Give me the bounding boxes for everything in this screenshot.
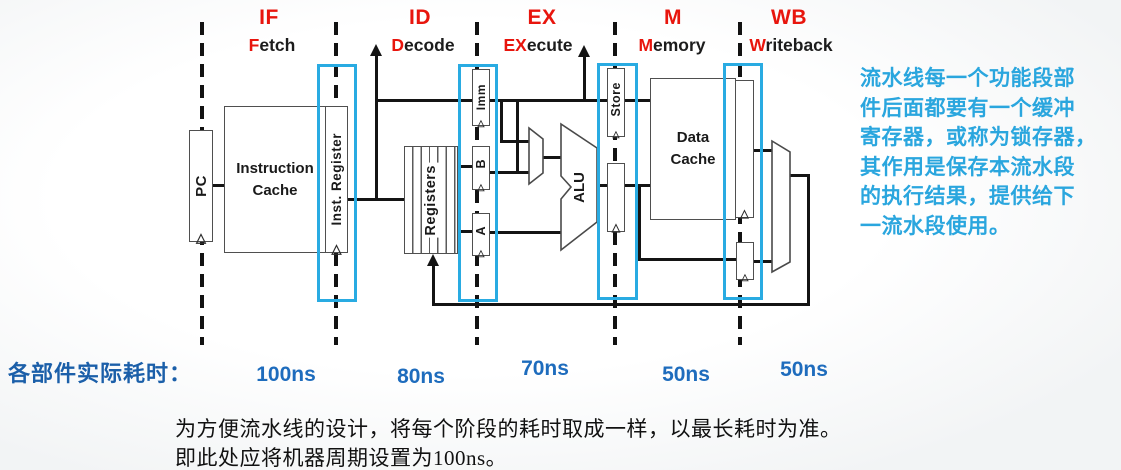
stage-name-decode-rest: ecode (404, 35, 455, 55)
a-register: A △ (472, 213, 490, 258)
caption-line-1: 为方便流水线的设计，将每个阶段的耗时取成一样，以最长耗时为准。 (175, 417, 842, 441)
clock-triangle-icon: △ (612, 129, 620, 139)
stage-abbr-wb: WB (771, 6, 807, 29)
data-cache-label: Data Cache (670, 127, 715, 171)
stage-name-execute-rest: ecute (526, 35, 573, 55)
pipeline-buffer-note: 流水线每一个功能段部 件后面都要有一个缓冲 寄存器，或称为锁存器， 其作用是保存… (860, 64, 1118, 241)
stage-abbr-m: M (664, 6, 682, 29)
imm-register: Imm △ (472, 69, 490, 128)
alu-input-mux (528, 126, 544, 186)
clock-triangle-icon: △ (611, 222, 621, 234)
clock-triangle-icon: △ (477, 118, 485, 128)
stage-time-if: 100ns (256, 363, 316, 386)
arrow-up-icon-into-registers (427, 254, 439, 266)
pc-label: PC (192, 175, 210, 197)
wire-wbsmallreg-to-mux (754, 260, 773, 263)
stage-name-decode: Decode (363, 35, 483, 56)
stage-name-fetch-prefix: F (248, 35, 260, 55)
wire-branch-up-ex (583, 56, 586, 102)
pipeline-register-highlight-exm (597, 63, 638, 300)
b-register: B △ (472, 146, 490, 192)
wire-branch-up-if (375, 55, 378, 201)
register-file-label: Registers (423, 162, 439, 238)
clock-triangle-icon: △ (740, 208, 749, 220)
wire-imm-store-to-dcache (490, 99, 650, 102)
wire-writeback-up-to-registers (432, 265, 435, 305)
stage-time-id: 80ns (397, 365, 445, 388)
mwb-bypass-register: △ (736, 242, 754, 282)
arrow-up-icon-if-branch (370, 44, 382, 56)
note-line: 一流水段使用。 (860, 214, 1011, 238)
alu-label-wrap: ALU (561, 166, 598, 208)
wire-b-to-mux (490, 171, 531, 174)
clock-triangle-icon: △ (196, 230, 206, 245)
wire-writeback-return (432, 303, 810, 306)
clock-triangle-icon: △ (331, 241, 342, 256)
data-cache: Data Cache (650, 78, 736, 220)
stage-name-decode-prefix: D (391, 35, 405, 55)
writeback-mux (771, 139, 791, 274)
timing-row-label: 各部件实际耗时： (8, 361, 193, 386)
instruction-cache-label: Instruction Cache (225, 158, 325, 202)
stage-time-wb: 50ns (780, 358, 828, 381)
stage-name-execute: EXecute (478, 35, 598, 56)
pipeline-register-highlight-ifid (317, 64, 357, 302)
stage-time-ex: 70ns (521, 357, 569, 380)
wire-b-up-to-store-path (516, 99, 519, 174)
wire-a-to-alu (490, 231, 563, 234)
inst-register: Inst. Register △ (325, 106, 348, 256)
stage-name-memory-rest: emory (653, 35, 706, 55)
data-cache-label-line1: Data (676, 129, 710, 147)
wire-instr-to-imm (376, 99, 472, 102)
stage-time-m: 50ns (662, 363, 710, 386)
mwb-pipeline-register: △ (735, 80, 754, 220)
exm-pipeline-register: △ (607, 163, 625, 234)
note-line: 流水线每一个功能段部 (860, 67, 1075, 90)
note-line: 件后面都要有一个缓冲 (860, 96, 1075, 120)
wire-wbreg-to-mux (754, 149, 773, 152)
stage-abbr-if: IF (259, 6, 279, 29)
store-register: Store △ (607, 68, 625, 139)
wire-registers-to-a (458, 230, 472, 233)
wire-alu-bypass-to-wb (638, 258, 738, 261)
wire-registers-to-b (458, 165, 472, 168)
wire-imm-down-to-mux (500, 99, 503, 142)
caption-line-2: 即此处应将机器周期设置为100ns。 (175, 446, 508, 470)
note-line: 其作用是保存本流水段 (860, 155, 1075, 179)
pc-register: PC △ (189, 130, 213, 245)
stage-name-writeback: Writeback (731, 35, 851, 56)
wire-pc-to-icache (213, 184, 224, 187)
wire-writeback-down (807, 174, 810, 306)
note-line: 的执行结果，提供给下 (860, 185, 1075, 208)
pipeline-register-highlight-idex (458, 64, 498, 302)
stage-name-writeback-rest: riteback (765, 35, 833, 55)
pipeline-register-highlight-mwb (723, 63, 763, 300)
alu-label: ALU (571, 171, 588, 203)
arrow-up-icon-ex-branch (578, 45, 590, 57)
wire-mux-input-top (500, 140, 531, 143)
instruction-cache-label-line1: Instruction (236, 159, 314, 177)
register-file: Registers (404, 146, 458, 254)
note-line: 寄存器，或称为锁存器， (860, 126, 1097, 149)
clock-triangle-icon: △ (741, 272, 749, 282)
stage-abbr-id: ID (409, 6, 431, 29)
stage-abbr-ex: EX (527, 6, 557, 29)
stage-name-fetch-rest: etch (259, 35, 296, 55)
wire-alu-bypass-down (638, 184, 641, 261)
instruction-cache-label-line2: Cache (252, 181, 298, 199)
stage-name-execute-prefix: EX (503, 35, 527, 55)
data-cache-label-line2: Cache (670, 151, 716, 168)
wire-wbmux-out (789, 174, 810, 177)
clock-triangle-icon: △ (477, 182, 485, 192)
wire-alu-to-exm-register (596, 184, 608, 187)
stage-name-memory-prefix: M (638, 35, 654, 55)
clock-triangle-icon: △ (477, 248, 485, 258)
stage-name-fetch: Fetch (212, 35, 332, 56)
stage-name-memory: Memory (612, 35, 732, 56)
wire-mux-to-alu (543, 156, 563, 159)
stage-name-writeback-prefix: W (749, 35, 766, 55)
